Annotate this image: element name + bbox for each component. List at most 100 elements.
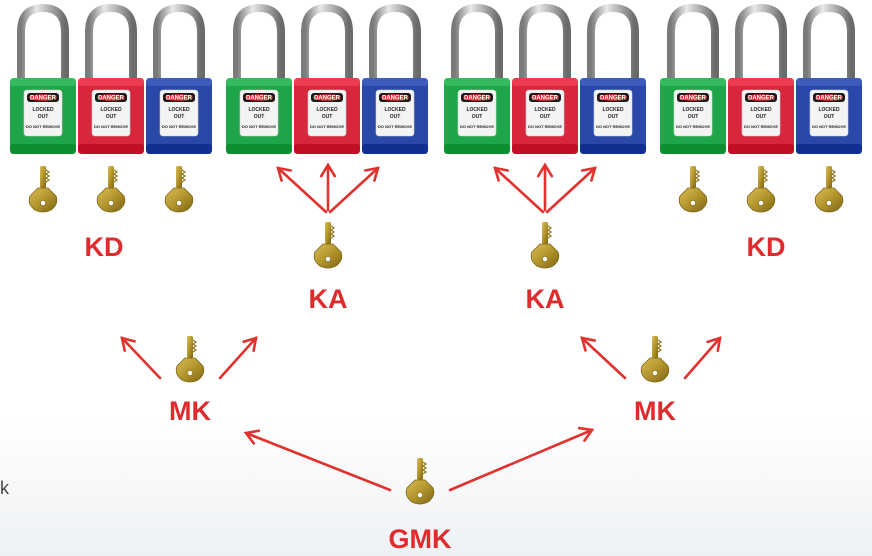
tag-line-locked: LOCKED [248,107,270,113]
arrow-head [493,166,510,182]
key-icon [164,166,194,213]
danger-text: DANGER [246,96,273,102]
key-bow [28,187,58,213]
label-gmk: GMK [389,524,452,554]
lock-body-highlight [362,78,428,86]
tag-line-out: OUT [322,114,333,120]
tag-line-out: OUT [390,114,401,120]
danger-text: DANGER [532,96,559,102]
key-icon [405,458,435,505]
arrow [580,336,627,380]
arrow [493,166,545,214]
arrow [545,166,597,214]
lock-body-highlight [444,78,510,86]
danger-text: DANGER [816,96,843,102]
arrow-shaft [276,166,328,214]
key-blade [40,166,46,188]
tag-line-locked: LOCKED [602,107,624,113]
lock-body-shadow [10,144,76,154]
danger-oval [381,94,409,101]
danger-text: DANGER [464,96,491,102]
arrow [276,166,328,214]
shackle [85,3,137,82]
key-hole [40,200,46,206]
tag-line-remove: DO NOT REMOVE [528,124,562,129]
tag-line-remove: DO NOT REMOVE [460,124,494,129]
tag-line-remove: DO NOT REMOVE [812,124,846,129]
arrow-shaft [545,166,597,214]
danger-oval [29,94,57,101]
key-hole [325,256,331,262]
key-bow [640,357,670,383]
key-blade [690,166,696,188]
tag-line-locked: LOCKED [384,107,406,113]
tag-line-out: OUT [688,114,699,120]
arrow [328,166,380,214]
key-bow [746,187,776,213]
tag-line-out: OUT [38,114,49,120]
shackle [451,3,503,82]
key-teeth [421,461,428,475]
key-bow [678,187,708,213]
key-hole [758,200,764,206]
lock-body-highlight [294,78,360,86]
danger-oval [97,94,125,101]
arrow-head [243,429,261,445]
arrow-head [706,336,722,353]
key-teeth [329,225,336,239]
tag-line-locked: LOCKED [316,107,338,113]
danger-oval [531,94,559,101]
lock-body-shadow [580,144,646,154]
arrow-shaft [683,336,722,380]
tag-line-remove: DO NOT REMOVE [94,124,128,129]
shackle [803,3,855,82]
label-mk-left: MK [169,396,211,426]
key-icon [175,336,205,383]
tag-line-out: OUT [106,114,117,120]
key-blade [542,222,548,244]
danger-oval [679,94,707,101]
label-kd-left: KD [85,232,124,262]
danger-oval [815,94,843,101]
arrow-head [363,166,380,182]
key-bow [814,187,844,213]
tag-line-remove: DO NOT REMOVE [676,124,710,129]
lock-body-shadow [796,144,862,154]
lock-body-highlight [728,78,794,86]
lock-body-highlight [226,78,292,86]
arrow-head [242,336,258,353]
lock-body-shadow [294,144,360,154]
tag-line-out: OUT [174,114,185,120]
key-teeth [546,225,553,239]
lock-body-highlight [512,78,578,86]
label-ka-right: KA [526,284,565,314]
arrow-shaft [328,166,380,214]
key-teeth [656,339,663,353]
arrow-shaft [120,336,162,380]
lock-body-highlight [146,78,212,86]
arrow-head [577,426,595,442]
danger-text: DANGER [314,96,341,102]
key-blade [758,166,764,188]
arrow-shaft [580,336,627,380]
key-teeth [694,169,701,183]
danger-oval [463,94,491,101]
key-hole [652,370,658,376]
tag-line-out: OUT [472,114,483,120]
arrow [683,336,722,380]
arrows-layer [120,162,722,492]
danger-oval [747,94,775,101]
key-icon [96,166,126,213]
key-teeth [830,169,837,183]
key-teeth [762,169,769,183]
label-kd-right: KD [747,232,786,262]
arrow [319,162,337,212]
tag-line-locked: LOCKED [750,107,772,113]
key-icon [313,222,343,269]
key-teeth [180,169,187,183]
danger-text: DANGER [600,96,627,102]
shackle [667,3,719,82]
